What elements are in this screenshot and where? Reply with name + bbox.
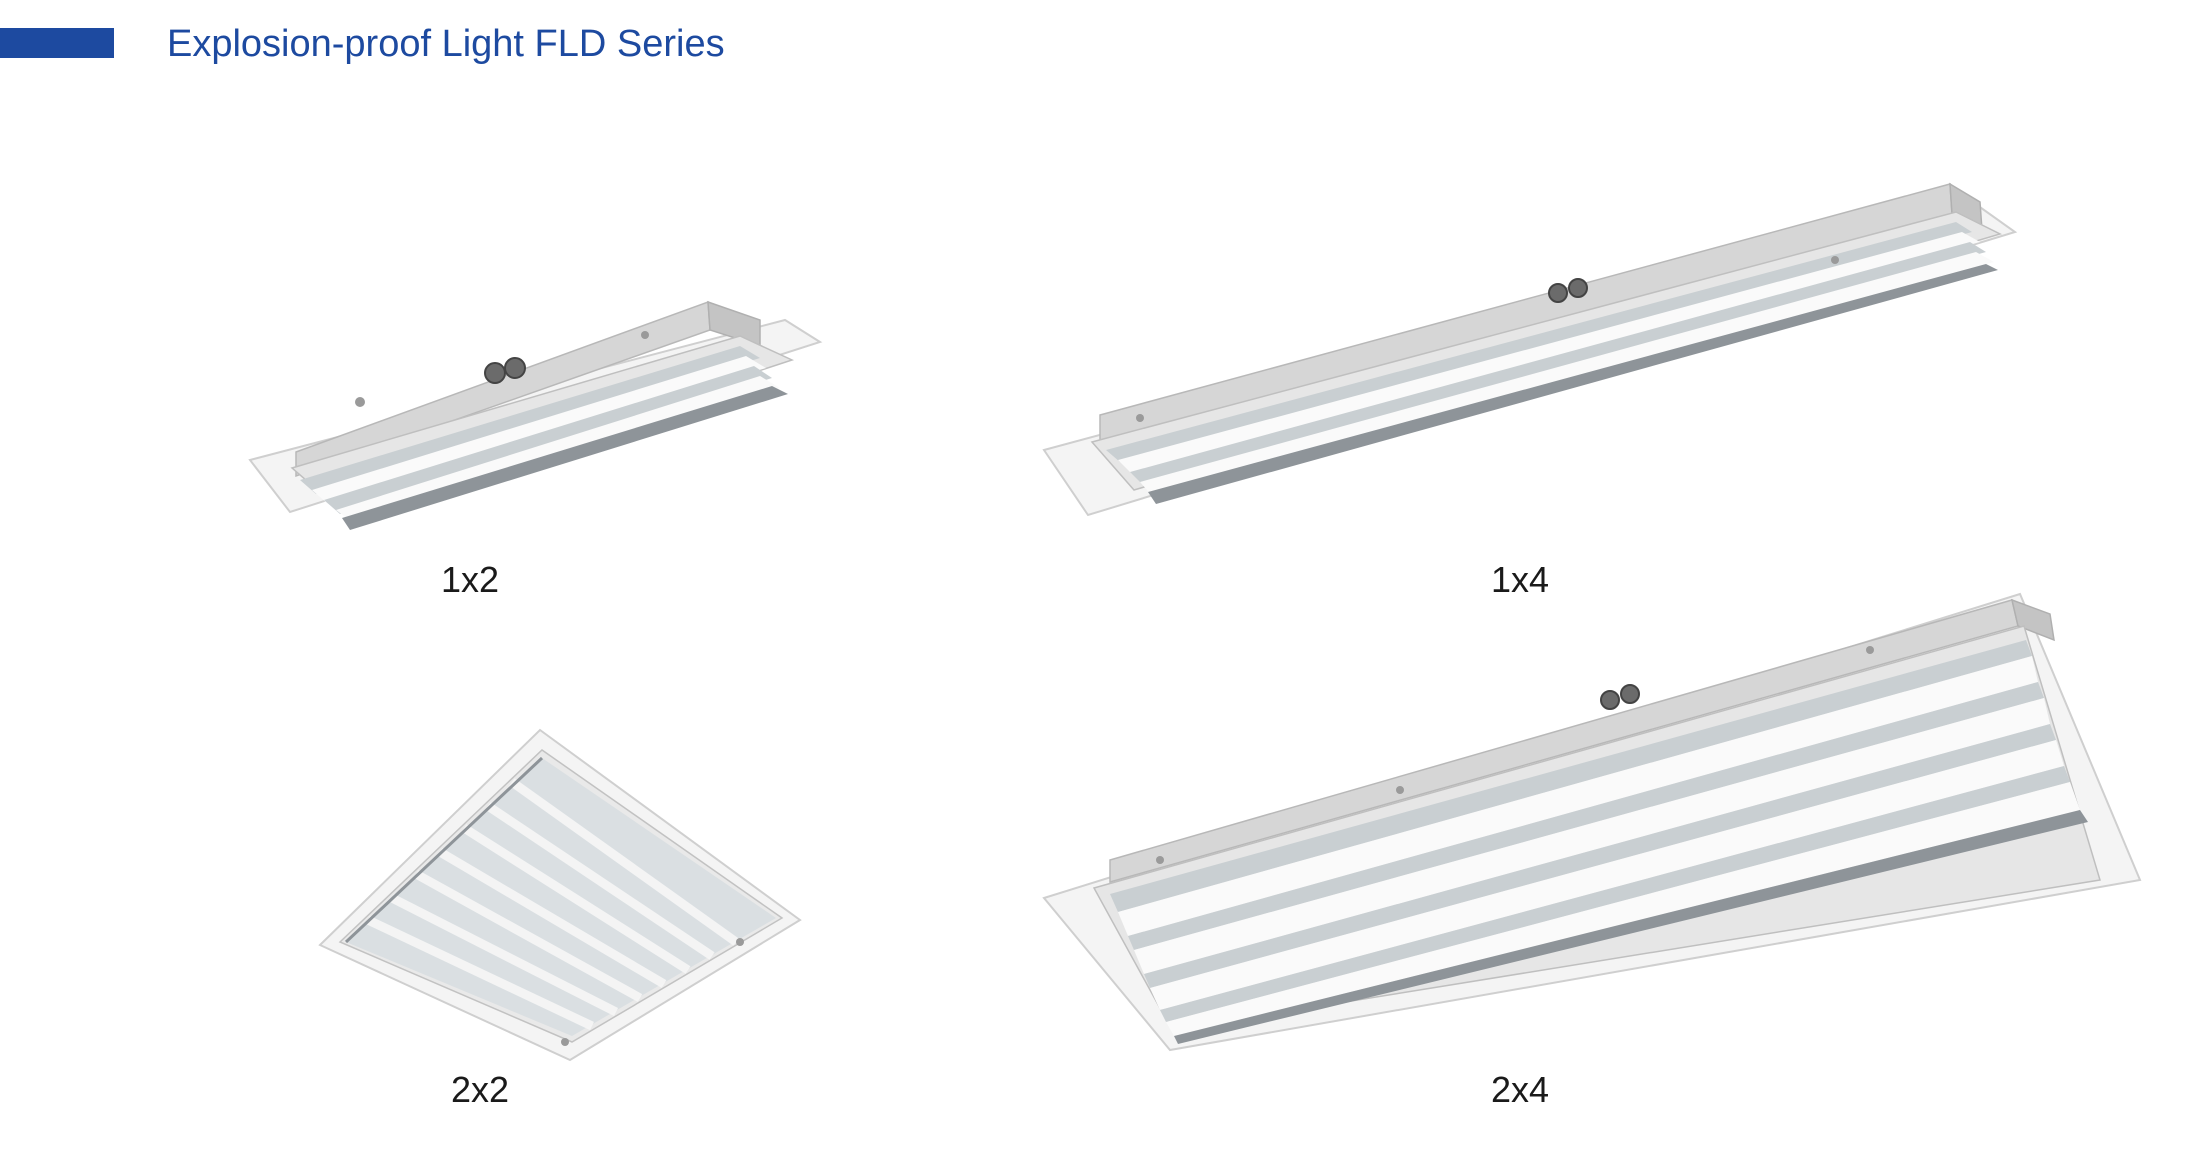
product-model-label: 1x2 [440, 559, 500, 600]
light-fixture-2x2-icon [318, 728, 802, 1062]
product-1x4: 1x4 [1040, 180, 2020, 600]
product-model-label: 2x4 [1490, 1069, 1550, 1110]
light-fixture-2x4-icon [1042, 592, 2142, 1052]
product-2x2: 2x2 [318, 728, 802, 1120]
product-model-label: 2x2 [450, 1069, 510, 1110]
light-fixture-1x4-icon [1042, 182, 2018, 517]
product-1x2: 1x2 [240, 290, 830, 600]
header-accent-bar [0, 28, 114, 58]
product-model-label: 1x4 [1490, 559, 1550, 600]
page-title: Explosion-proof Light FLD Series [167, 23, 725, 65]
light-fixture-1x2-icon [248, 300, 823, 530]
product-2x4: 2x4 [1040, 590, 2142, 1120]
